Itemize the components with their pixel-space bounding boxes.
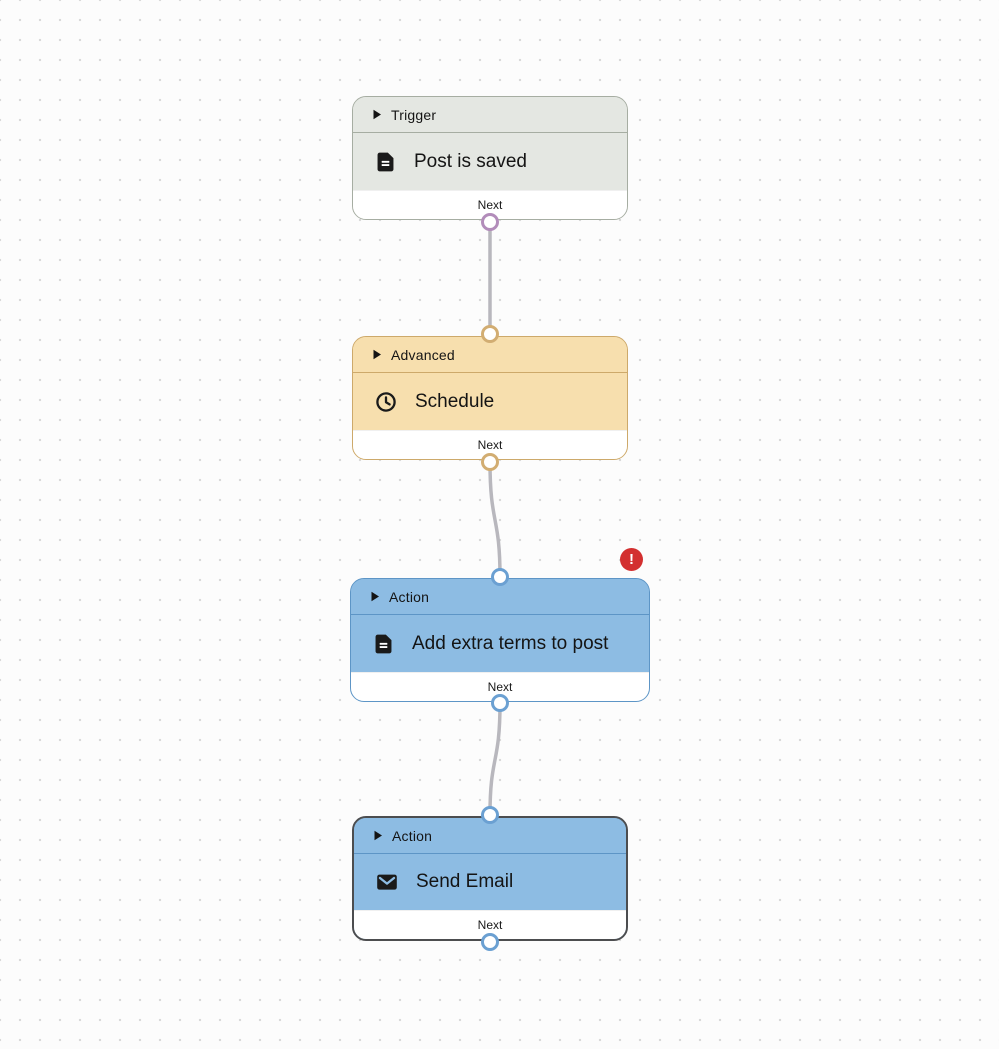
- node-trigger-footer: Next: [353, 190, 627, 219]
- node-title: Schedule: [415, 390, 495, 412]
- next-label: Next: [477, 918, 503, 932]
- node-category-label: Advanced: [391, 346, 455, 363]
- node-advanced[interactable]: Advanced Schedule Next: [352, 336, 628, 460]
- node-action2-body[interactable]: Send Email: [354, 854, 626, 910]
- node-advanced-header[interactable]: Advanced: [353, 337, 627, 373]
- handle-action2-input[interactable]: [481, 806, 499, 824]
- handle-advanced-input[interactable]: [481, 325, 499, 343]
- caret-right-icon: [370, 591, 380, 602]
- node-action-send-email[interactable]: Action Send Email Next: [352, 816, 628, 941]
- node-trigger-body[interactable]: Post is saved: [353, 133, 627, 190]
- node-title: Add extra terms to post: [412, 632, 609, 654]
- next-label: Next: [487, 680, 513, 694]
- handle-action1-input[interactable]: [491, 568, 509, 586]
- node-advanced-body[interactable]: Schedule: [353, 373, 627, 430]
- caret-right-icon: [373, 830, 383, 841]
- node-advanced-footer: Next: [353, 430, 627, 459]
- mail-icon: [375, 870, 399, 894]
- handle-action2-output[interactable]: [481, 933, 499, 951]
- next-label: Next: [477, 198, 503, 212]
- handle-trigger-output[interactable]: [481, 213, 499, 231]
- node-category-label: Action: [392, 827, 433, 844]
- clock-icon: [374, 390, 398, 414]
- document-icon: [374, 150, 397, 174]
- node-trigger-header[interactable]: Trigger: [353, 97, 627, 133]
- node-title: Send Email: [416, 871, 514, 892]
- error-badge[interactable]: !: [620, 548, 643, 571]
- document-icon: [372, 632, 395, 656]
- node-action1-body[interactable]: Add extra terms to post: [351, 615, 649, 672]
- node-action-add-extra-terms[interactable]: Action Add extra terms to post Next: [350, 578, 650, 702]
- edge-advanced-to-action1[interactable]: [488, 461, 502, 578]
- handle-advanced-output[interactable]: [481, 453, 499, 471]
- caret-right-icon: [372, 349, 382, 360]
- node-category-label: Action: [389, 588, 430, 605]
- next-label: Next: [477, 438, 503, 452]
- edge-action1-to-action2[interactable]: [488, 702, 502, 816]
- node-category-label: Trigger: [391, 106, 437, 123]
- node-trigger[interactable]: Trigger Post is saved Next: [352, 96, 628, 220]
- caret-right-icon: [372, 109, 382, 120]
- node-action2-header[interactable]: Action: [354, 818, 626, 854]
- node-title: Post is saved: [414, 150, 527, 172]
- handle-action1-output[interactable]: [491, 694, 509, 712]
